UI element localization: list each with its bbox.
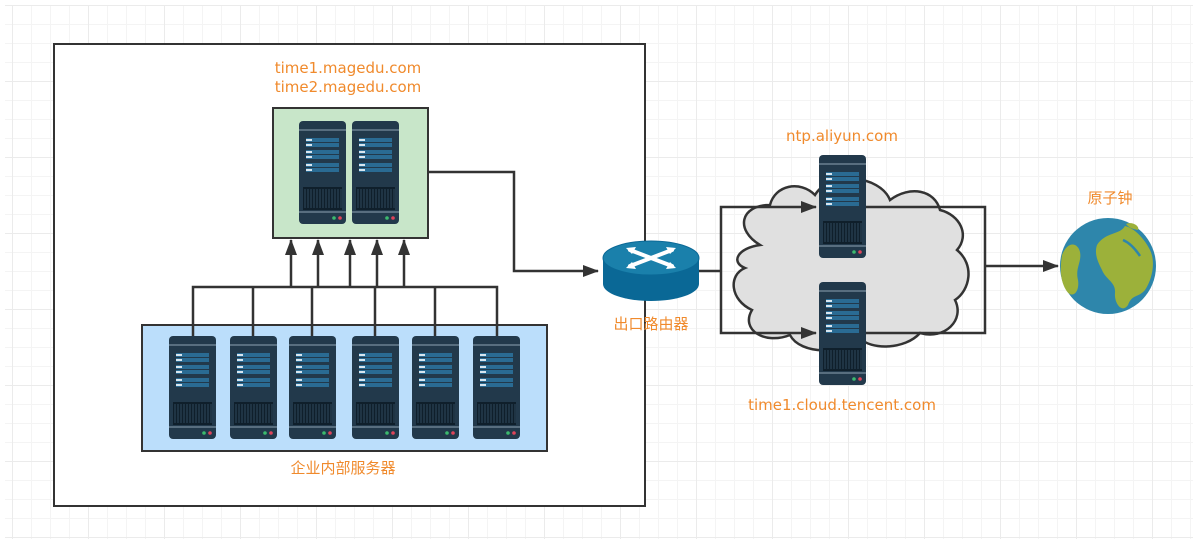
internal-servers-label: 企业内部服务器 [290, 459, 396, 477]
internal-to-ntp-connector [191, 285, 499, 336]
ntp-server-2-server-icon[interactable] [352, 121, 399, 224]
internal-server-2-server-icon[interactable] [230, 336, 277, 439]
cloud-icon [732, 177, 970, 352]
aliyun-ntp-label: ntp.aliyun.com [786, 127, 898, 145]
router-icon[interactable] [602, 240, 700, 301]
upward-arrows [285, 239, 410, 287]
router-label: 出口路由器 [613, 315, 689, 333]
internal-server-1-server-icon[interactable] [169, 336, 216, 439]
ntp-server-label-2: time2.magedu.com [274, 78, 422, 96]
internal-server-5-server-icon[interactable] [412, 336, 459, 439]
internal-server-3-server-icon[interactable] [289, 336, 336, 439]
atomic-clock-label: 原子钟 [1087, 189, 1133, 207]
globe-icon[interactable] [1060, 218, 1156, 314]
ntp-server-label-1: time1.magedu.com [274, 59, 422, 77]
ntp-to-router-connector [427, 170, 599, 277]
tencent-ntp-server-server-icon[interactable] [819, 282, 866, 385]
ntp-server-1-server-icon[interactable] [299, 121, 346, 224]
internal-server-4-server-icon[interactable] [352, 336, 399, 439]
router-to-public-connector [699, 201, 817, 339]
aliyun-ntp-server-server-icon[interactable] [819, 155, 866, 258]
tencent-ntp-label: time1.cloud.tencent.com [748, 396, 936, 414]
public-to-clock-connector [866, 205, 1059, 335]
internal-server-6-server-icon[interactable] [473, 336, 520, 439]
